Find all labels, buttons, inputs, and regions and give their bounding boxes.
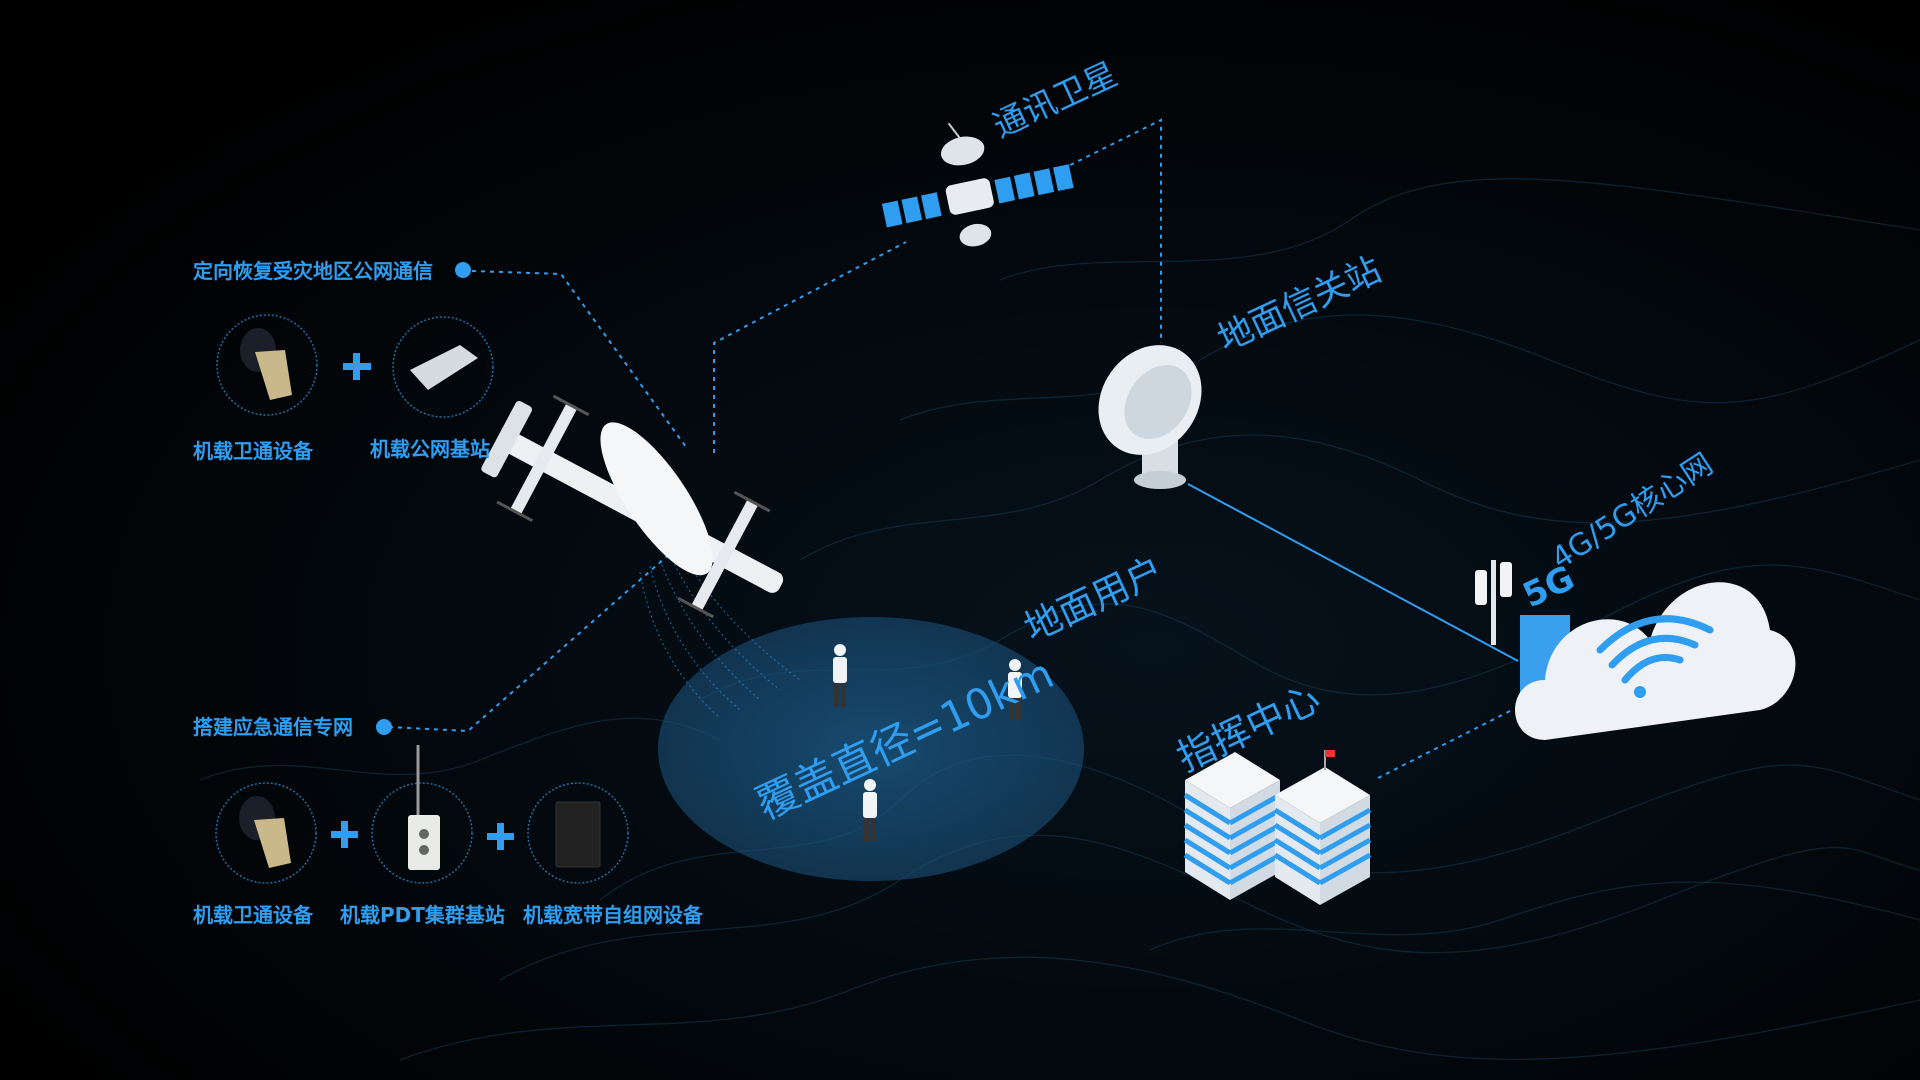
- cell-tower-icon: [1491, 560, 1496, 645]
- top-group-connector: [471, 270, 687, 448]
- bottom-equipment-group: 搭建应急通信专网 机载卫通设备 机载PDT集群基站 机载宽带自组网设备: [193, 715, 704, 927]
- bottom-item-label: 机载PDT集群基站: [340, 903, 505, 927]
- connector-dot: [455, 262, 471, 278]
- drone-satellite-link: [713, 241, 907, 453]
- satellite-icon: [881, 122, 1074, 247]
- gateway-core-link: [1187, 483, 1519, 662]
- drone-icon: [481, 394, 784, 619]
- connector-dot: [376, 719, 392, 735]
- bottom-item-label: 机载宽带自组网设备: [523, 903, 704, 927]
- connection-lines: [388, 118, 1519, 779]
- satellite-terminal-icon: [216, 314, 318, 416]
- ground-station-dish-icon: [1098, 345, 1202, 489]
- mesh-radio-icon: [527, 782, 629, 884]
- bottom-item-label: 机载卫通设备: [193, 903, 314, 927]
- command-center-buildings-icon: [1183, 750, 1372, 905]
- bottom-group-title: 搭建应急通信专网: [193, 715, 353, 739]
- core-network-cloud-icon: [1475, 560, 1796, 740]
- pdt-radio-icon: [371, 782, 473, 884]
- base-station-icon: [392, 316, 494, 418]
- plus-icon: [331, 821, 358, 848]
- top-equipment-group: 定向恢复受灾地区公网通信 机载卫通设备 机载公网基站: [193, 259, 494, 463]
- top-group-title: 定向恢复受灾地区公网通信: [193, 259, 433, 283]
- coverage-area: [639, 549, 1084, 881]
- ground-user-figures: [833, 644, 1022, 842]
- satellite-terminal-icon: [215, 782, 317, 884]
- plus-icon: [343, 353, 371, 380]
- plus-icon: [487, 823, 514, 850]
- top-item-label: 机载卫通设备: [193, 439, 314, 463]
- top-item-label: 机载公网基站: [370, 437, 490, 461]
- satellite-gateway-link: [1037, 118, 1162, 343]
- command-core-link: [1377, 709, 1513, 779]
